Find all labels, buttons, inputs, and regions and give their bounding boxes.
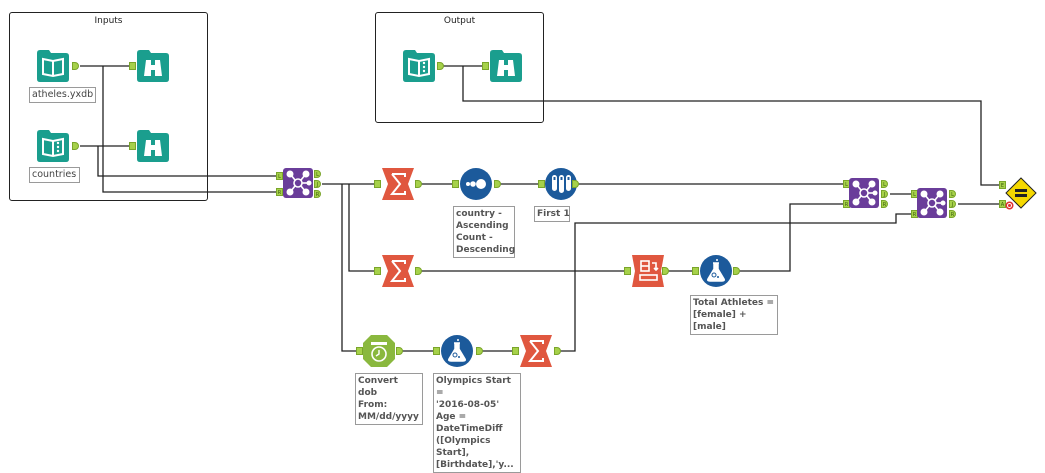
input-data-tool-athletes[interactable] bbox=[37, 50, 69, 82]
output-anchor[interactable] bbox=[72, 142, 79, 150]
flask-icon bbox=[700, 255, 732, 287]
join-left-output-anchor[interactable]: L bbox=[949, 190, 956, 198]
browse-tool-output[interactable] bbox=[490, 50, 522, 82]
sort-icon bbox=[460, 168, 492, 200]
tool-annotation: First 1 bbox=[534, 206, 570, 222]
join-left-input-anchor[interactable]: L bbox=[276, 172, 283, 180]
flask-icon bbox=[441, 335, 473, 367]
join-tool-2[interactable] bbox=[849, 178, 879, 208]
sigma-icon bbox=[382, 168, 414, 200]
join-right-output-anchor[interactable]: R bbox=[949, 210, 956, 218]
connection bbox=[97, 146, 276, 177]
output-anchor[interactable] bbox=[72, 62, 79, 70]
input-anchor[interactable] bbox=[624, 267, 631, 275]
tool-annotation: countries bbox=[29, 167, 80, 183]
output-container[interactable]: Output bbox=[375, 12, 544, 123]
connection bbox=[560, 213, 912, 352]
sort-tool[interactable] bbox=[460, 168, 492, 200]
join-join-output-anchor[interactable]: J bbox=[314, 180, 321, 188]
input-anchor[interactable] bbox=[356, 347, 363, 355]
join-right-input-anchor[interactable]: R bbox=[276, 188, 283, 196]
cross-tab-tool[interactable] bbox=[632, 255, 664, 287]
crosstab-icon bbox=[632, 255, 664, 287]
input-anchor[interactable] bbox=[538, 180, 545, 188]
binoculars-icon bbox=[490, 50, 522, 82]
test-tool[interactable] bbox=[1005, 177, 1037, 209]
join-tool-1[interactable] bbox=[283, 168, 313, 198]
join-icon bbox=[917, 188, 947, 218]
test-expected-anchor[interactable]: E bbox=[999, 181, 1006, 189]
output-anchor[interactable] bbox=[733, 267, 740, 275]
output-anchor[interactable] bbox=[415, 180, 422, 188]
binoculars-icon bbox=[137, 50, 169, 82]
tool-annotation: Olympics Start = '2016-08-05' Age = Date… bbox=[433, 373, 521, 473]
book-icon bbox=[403, 50, 435, 82]
join-icon bbox=[849, 178, 879, 208]
tool-annotation: Total Athletes = [female] + [male] bbox=[690, 295, 778, 335]
formula-tool-total-athletes[interactable] bbox=[700, 255, 732, 287]
input-anchor[interactable] bbox=[374, 180, 381, 188]
summarize-tool-1[interactable] bbox=[382, 168, 414, 200]
input-anchor[interactable] bbox=[692, 267, 699, 275]
datetime-tool[interactable] bbox=[363, 335, 395, 367]
join-join-output-anchor[interactable]: J bbox=[881, 190, 888, 198]
formula-tool-age[interactable] bbox=[441, 335, 473, 367]
output-anchor[interactable] bbox=[476, 347, 483, 355]
connection bbox=[737, 203, 843, 272]
output-anchor[interactable] bbox=[572, 180, 579, 188]
join-right-output-anchor[interactable]: R bbox=[314, 190, 321, 198]
browse-tool-countries[interactable] bbox=[137, 130, 169, 162]
input-anchor[interactable] bbox=[374, 267, 381, 275]
join-left-output-anchor[interactable]: L bbox=[881, 180, 888, 188]
connection bbox=[102, 66, 276, 193]
input-anchor[interactable] bbox=[129, 62, 136, 70]
join-left-output-anchor[interactable]: L bbox=[314, 170, 321, 178]
input-anchor[interactable] bbox=[452, 180, 459, 188]
book-icon bbox=[37, 50, 69, 82]
output-anchor[interactable] bbox=[554, 347, 561, 355]
summarize-tool-3[interactable] bbox=[520, 335, 552, 367]
output-anchor[interactable] bbox=[494, 180, 501, 188]
output-anchor[interactable] bbox=[437, 62, 444, 70]
connection bbox=[341, 184, 356, 352]
connections-layer bbox=[80, 65, 1000, 352]
join-join-output-anchor[interactable]: J bbox=[949, 200, 956, 208]
tool-annotation: country - Ascending Count - Descending bbox=[453, 206, 515, 258]
tool-annotation: atheles.yxdb bbox=[29, 87, 96, 103]
binoculars-icon bbox=[137, 130, 169, 162]
input-anchor[interactable] bbox=[129, 142, 136, 150]
output-data-tool[interactable] bbox=[403, 50, 435, 82]
connection bbox=[462, 66, 1000, 186]
output-anchor[interactable] bbox=[662, 267, 669, 275]
input-anchor[interactable] bbox=[512, 347, 519, 355]
join-tool-3[interactable] bbox=[917, 188, 947, 218]
input-anchor[interactable] bbox=[482, 62, 489, 70]
browse-tool-athletes[interactable] bbox=[137, 50, 169, 82]
book-icon bbox=[37, 130, 69, 162]
sigma-icon bbox=[520, 335, 552, 367]
clock-icon bbox=[363, 335, 395, 367]
test-icon bbox=[1005, 177, 1037, 209]
test-actual-anchor[interactable]: A bbox=[999, 200, 1006, 208]
input-anchor[interactable] bbox=[433, 347, 440, 355]
error-icon bbox=[1005, 201, 1014, 210]
connection bbox=[348, 184, 374, 272]
container-title: Inputs bbox=[94, 16, 123, 26]
summarize-tool-2[interactable] bbox=[382, 255, 414, 287]
sample-icon bbox=[545, 168, 577, 200]
sigma-icon bbox=[382, 255, 414, 287]
input-data-tool-countries[interactable] bbox=[37, 130, 69, 162]
sample-tool[interactable] bbox=[545, 168, 577, 200]
tool-annotation: Convert dob From: MM/dd/yyyy bbox=[355, 373, 423, 425]
join-icon bbox=[283, 168, 313, 198]
inputs-container[interactable]: Inputs bbox=[9, 12, 208, 201]
join-right-output-anchor[interactable]: R bbox=[881, 200, 888, 208]
container-title: Output bbox=[443, 16, 476, 26]
output-anchor[interactable] bbox=[415, 267, 422, 275]
output-anchor[interactable] bbox=[396, 347, 403, 355]
